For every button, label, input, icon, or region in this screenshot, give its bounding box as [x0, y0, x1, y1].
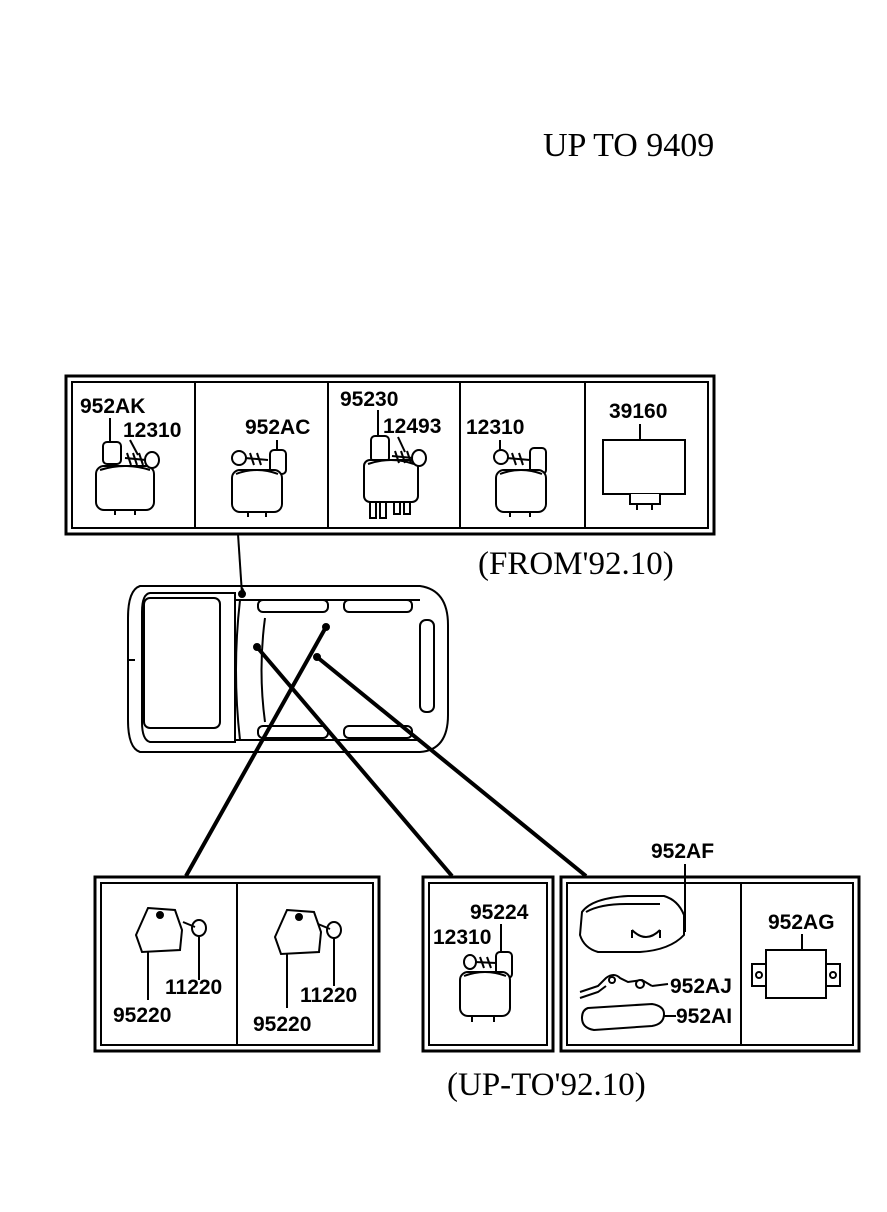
control-module-icon: [602, 424, 686, 510]
part-label-39160: 39160: [609, 400, 667, 423]
part-label-952ai: 952AI: [676, 1005, 732, 1028]
part-label-95230: 95230: [340, 388, 398, 411]
screw-icon: [463, 954, 497, 970]
screw-icon: [493, 449, 531, 466]
siren-module-icon: [578, 895, 685, 953]
part-label-95220-a: 95220: [113, 1004, 171, 1027]
part-label-952af: 952AF: [651, 840, 714, 863]
part-label-12493: 12493: [383, 415, 441, 438]
relay-icon: [231, 440, 287, 517]
bottom-left-assembly: 11220 95220 11220 95220: [93, 875, 381, 1053]
part-label-952aj: 952AJ: [670, 975, 732, 998]
part-label-952ac: 952AC: [245, 416, 310, 439]
part-label-11220-a: 11220: [165, 976, 222, 999]
bolt-icon: [182, 919, 207, 980]
screw-icon: [391, 449, 427, 467]
part-label-12310-a: 12310: [123, 419, 181, 442]
relay-icon: [363, 410, 419, 519]
bottom-middle-assembly: 95224 12310: [421, 875, 555, 1053]
part-label-12310-c: 12310: [433, 926, 491, 949]
part-label-95224: 95224: [470, 901, 529, 924]
up-to-caption: (UP-TO'92.10): [447, 1067, 646, 1103]
bracket-relay-icon: [134, 906, 184, 1000]
part-label-952ag: 952AG: [768, 911, 835, 934]
bracket-relay-icon: [273, 908, 323, 1008]
relay-icon: [95, 418, 155, 515]
relay-icon: [459, 924, 513, 1022]
bottom-right-assembly: 952AF 952AJ 952AI 952AG: [559, 840, 861, 1053]
leader-lines: [184, 533, 588, 878]
from-caption: (FROM'92.10): [478, 546, 674, 582]
screw-icon: [231, 450, 269, 466]
part-label-952ak: 952AK: [80, 395, 145, 418]
control-module-icon: [751, 934, 841, 999]
top-assembly: 952AK 12310 952AC: [64, 374, 716, 582]
part-label-11220-b: 11220: [300, 984, 357, 1007]
part-label-95220-b: 95220: [253, 1013, 311, 1036]
pad-icon: [580, 1002, 676, 1032]
clamp-icon: [579, 974, 669, 999]
screw-icon: [124, 451, 160, 469]
bolt-icon: [317, 921, 342, 986]
page-title: UP TO 9409: [543, 127, 714, 164]
part-label-12310-b: 12310: [466, 416, 524, 439]
